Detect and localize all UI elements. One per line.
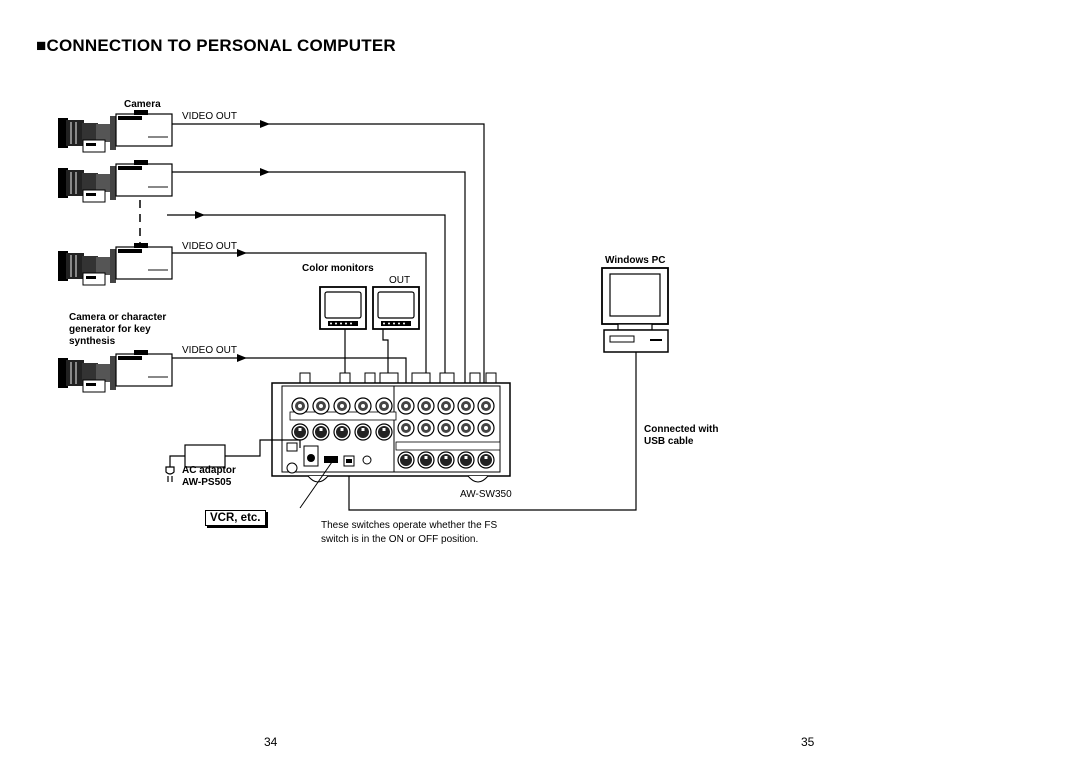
camera-1 [57, 109, 173, 153]
arrowheads [195, 120, 270, 362]
camera-3 [57, 242, 173, 286]
camera-2 [57, 159, 173, 203]
color-monitor-1 [319, 286, 367, 330]
switch-note: These switches operate whether the FS sw… [321, 520, 498, 545]
note-pointer [299, 461, 333, 509]
ac-adaptor-label: AC adaptor [182, 465, 236, 476]
color-monitors-label: Color monitors [302, 263, 374, 274]
page-number-right: 35 [801, 735, 815, 749]
windows-pc [601, 267, 669, 353]
video-out-label-3: VIDEO OUT [182, 345, 238, 356]
out-label: OUT [389, 275, 411, 286]
usb-connection-label: Connected with USB cable [644, 424, 719, 447]
ac-adaptor-model: AW-PS505 [182, 477, 232, 488]
switcher-model-label: AW-SW350 [460, 489, 512, 500]
page-title: ■CONNECTION TO PERSONAL COMPUTER [36, 36, 396, 55]
video-out-label-2: VIDEO OUT [182, 241, 238, 252]
key-source-label: Camera or character generator for key sy… [69, 312, 167, 347]
switcher-unit [271, 372, 511, 483]
video-out-label-1: VIDEO OUT [182, 111, 238, 122]
vcr-box: VCR, etc. [205, 510, 266, 526]
camera-key-source [57, 349, 173, 393]
page-number-left: 34 [264, 735, 278, 749]
camera-label: Camera [124, 99, 161, 110]
usb-cable [348, 352, 637, 511]
windows-pc-label: Windows PC [605, 255, 666, 266]
color-monitor-2 [372, 286, 420, 330]
ac-adaptor [165, 439, 301, 482]
